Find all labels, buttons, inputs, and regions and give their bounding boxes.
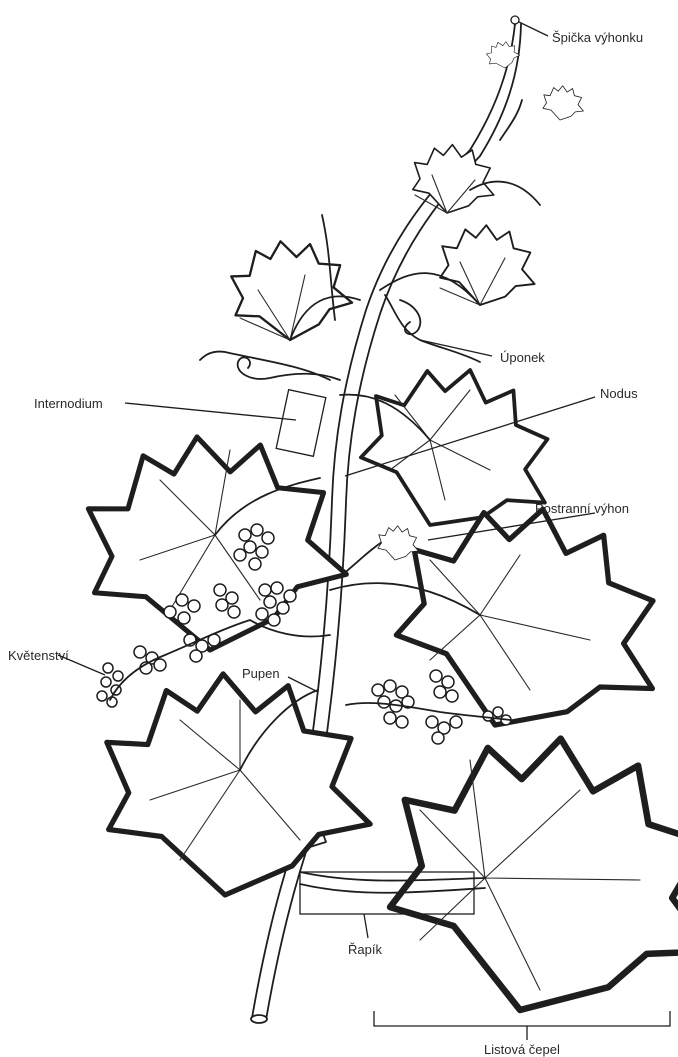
label-petiole: Řapík <box>348 942 382 957</box>
label-tendril: Úponek <box>500 350 545 365</box>
leaf-lower-left <box>96 662 375 904</box>
label-lateral-shoot: Postranní výhon <box>535 501 629 516</box>
label-bud: Pupen <box>242 666 280 681</box>
leaf-right-upper <box>440 225 535 305</box>
bud-leader <box>288 677 318 692</box>
leaf-top-tip <box>483 37 583 120</box>
shoot-tip-marker <box>511 16 519 24</box>
lateral-shoot <box>342 526 418 575</box>
tendril-leader <box>420 340 492 356</box>
leaf-left-upper <box>224 231 356 349</box>
shoot-tip-leader <box>519 22 548 36</box>
leaf-lower-right <box>384 728 678 1024</box>
label-shoot-tip: Špička výhonku <box>552 30 643 45</box>
label-node: Nodus <box>600 386 638 401</box>
label-inflorescence: Květenství <box>8 648 69 663</box>
label-leaf-blade: Listová čepel <box>484 1042 560 1057</box>
internode-leader <box>125 403 296 420</box>
leaf-right-lateral <box>386 491 675 746</box>
leaf-blade-bracket <box>374 1011 670 1026</box>
petiole-leader <box>364 914 368 938</box>
label-internode: Internodium <box>34 396 103 411</box>
internode-box <box>276 390 326 457</box>
